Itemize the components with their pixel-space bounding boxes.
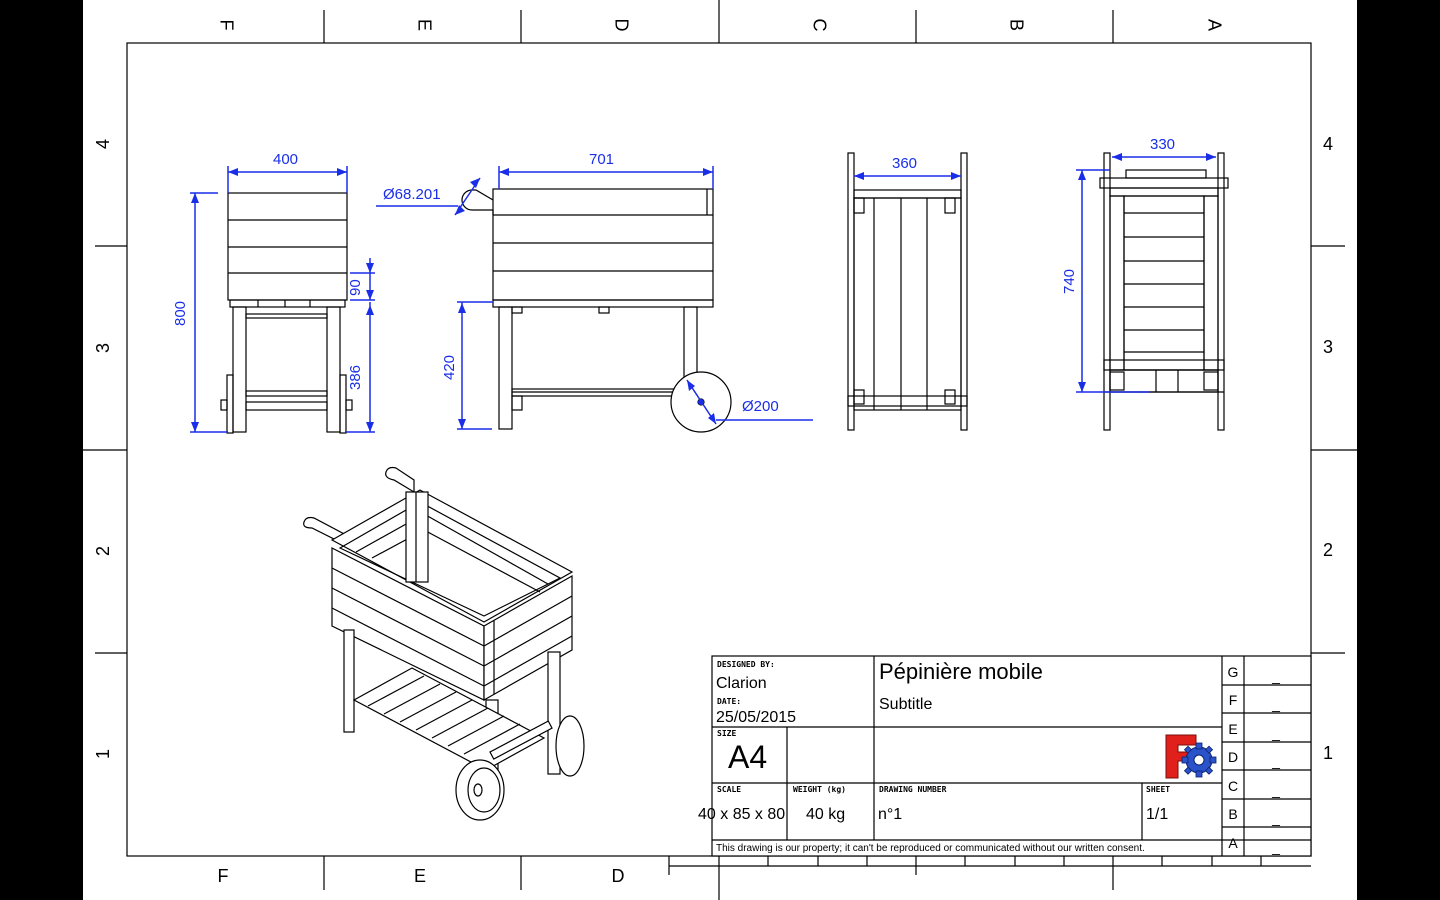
row-label-left: 2 (93, 546, 113, 556)
isometric-view (303, 466, 585, 821)
revision-value: _ (1271, 839, 1280, 855)
row-label-left: 1 (93, 749, 113, 759)
dim-back-height: 740 (1061, 269, 1078, 294)
revision-letter: A (1228, 835, 1238, 851)
row-label-left: 3 (93, 343, 113, 353)
revision-letter: F (1229, 692, 1238, 708)
back-view (1099, 152, 1229, 431)
dim-top-width: 360 (892, 155, 917, 172)
title-block: DESIGNED BY: Clarion DATE: 25/05/2015 SI… (698, 655, 1312, 857)
col-label-bottom: E (414, 866, 426, 886)
dim-front-height: 800 (172, 301, 189, 326)
col-label-top: F (216, 20, 236, 31)
col-label-top: B (1006, 19, 1026, 31)
date-label: DATE: (717, 697, 741, 706)
col-label-top: A (1204, 19, 1224, 31)
weight-label: WEIGHT (kg) (793, 785, 846, 794)
freecad-logo-icon (1165, 734, 1217, 779)
dim-side-length: 701 (589, 151, 614, 168)
dim-front-leg: 386 (347, 365, 364, 390)
date-value: 25/05/2015 (716, 709, 796, 726)
revision-value: _ (1271, 782, 1280, 798)
front-view (220, 192, 353, 434)
footer-notice: This drawing is our property; it can't b… (716, 843, 1145, 854)
bottom-ruler (669, 856, 1311, 900)
revision-letter: E (1228, 721, 1237, 737)
dim-front-width: 400 (273, 151, 298, 168)
row-label-right: 1 (1323, 743, 1333, 763)
row-label-left: 4 (93, 139, 113, 149)
col-label-top: D (611, 19, 631, 32)
dim-back-width: 330 (1150, 136, 1175, 153)
top-view (847, 152, 968, 431)
dim-wheel-diameter: Ø200 (742, 398, 779, 415)
revision-value: _ (1271, 668, 1280, 684)
size-value: A4 (728, 739, 767, 775)
designed-by-value: Clarion (716, 675, 767, 692)
col-label-bottom: F (218, 866, 229, 886)
top-view-dimensions: 360 (854, 155, 961, 180)
row-label-right: 3 (1323, 337, 1333, 357)
revision-value: _ (1271, 753, 1280, 769)
frame-labels-left: 4 3 2 1 (93, 139, 113, 759)
row-label-right: 4 (1323, 134, 1333, 154)
sheet-label: SHEET (1146, 785, 1170, 794)
col-label-top: E (414, 19, 434, 31)
revision-value: _ (1271, 725, 1280, 741)
revision-table: G _ F _ E _ D _ C _ B _ A _ (1228, 664, 1281, 855)
dim-front-slat: 90 (347, 279, 364, 296)
designed-by-label: DESIGNED BY: (717, 660, 775, 669)
size-label: SIZE (717, 729, 736, 738)
drawing-title: Pépinière mobile (879, 659, 1043, 684)
col-label-top: C (809, 19, 829, 32)
drawing-subtitle: Subtitle (879, 696, 932, 713)
frame-labels-bottom: F E D (218, 866, 625, 886)
revision-letter: C (1228, 778, 1238, 794)
weight-value: 40 kg (806, 806, 845, 823)
dim-handle-diameter: Ø68.201 (383, 186, 441, 203)
col-label-bottom: D (612, 866, 625, 886)
dim-side-leg: 420 (441, 355, 458, 380)
revision-letter: B (1228, 806, 1237, 822)
side-view-dimensions: 701 Ø68.201 420 Ø200 (376, 151, 813, 430)
revision-letter: G (1228, 664, 1239, 680)
scale-value: 40 x 85 x 80 (698, 806, 785, 823)
frame-ticks (83, 0, 1357, 890)
drawing-number-label: DRAWING NUMBER (879, 785, 947, 794)
sheet-value: 1/1 (1146, 806, 1168, 823)
revision-value: _ (1271, 696, 1280, 712)
frame-labels-right: 4 3 2 1 (1323, 134, 1333, 763)
row-label-right: 2 (1323, 540, 1333, 560)
revision-value: _ (1271, 810, 1280, 826)
scale-label: SCALE (717, 785, 741, 794)
frame-labels-top: F E D C B A (216, 19, 1224, 32)
revision-letter: D (1228, 749, 1238, 765)
drawing-number-value: n°1 (878, 806, 902, 823)
back-view-dimensions: 330 740 (1061, 136, 1216, 393)
front-view-dimensions: 400 800 90 386 (172, 151, 375, 433)
